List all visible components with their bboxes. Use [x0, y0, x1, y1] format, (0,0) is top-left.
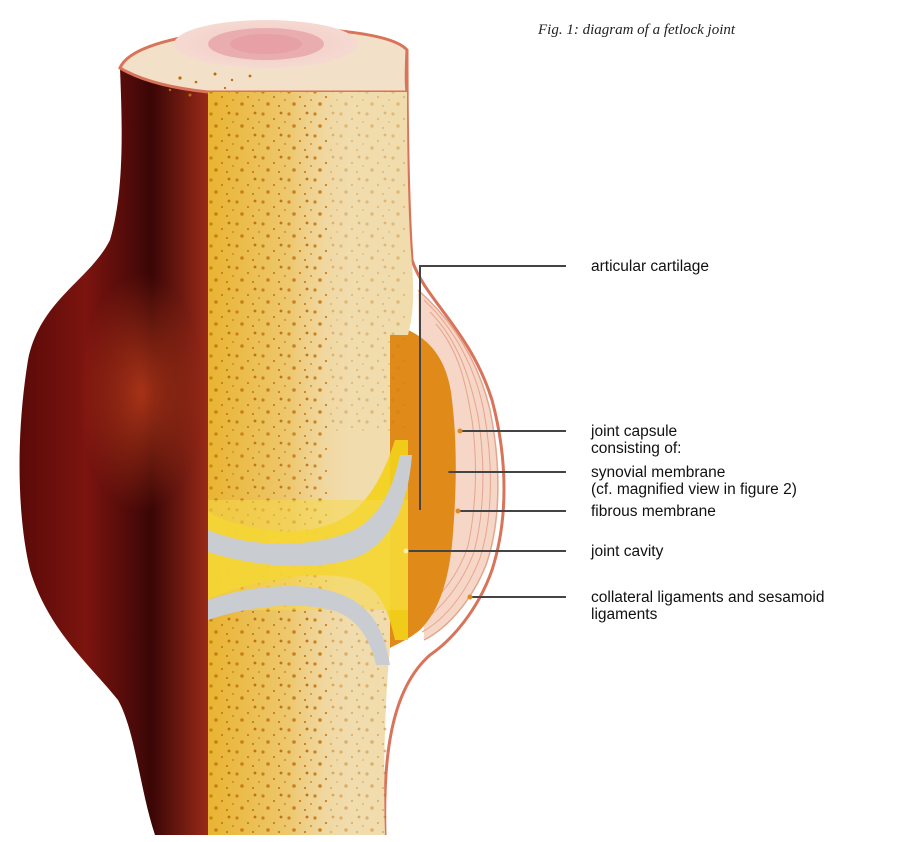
label-articular-cartilage: articular cartilage	[591, 258, 709, 275]
label-consisting-of: consisting of:	[591, 440, 681, 457]
figure-caption: Fig. 1: diagram of a fetlock joint	[538, 22, 735, 39]
label-synovial-membrane: synovial membrane	[591, 464, 725, 481]
label-collateral-ligaments-cont: ligaments	[591, 606, 657, 623]
label-collateral-ligaments: collateral ligaments and sesamoid	[591, 589, 824, 606]
label-synovial-note: (cf. magnified view in figure 2)	[591, 481, 797, 498]
label-joint-cavity: joint cavity	[591, 543, 663, 560]
label-fibrous-membrane: fibrous membrane	[591, 503, 716, 520]
label-joint-capsule: joint capsule	[591, 423, 677, 440]
